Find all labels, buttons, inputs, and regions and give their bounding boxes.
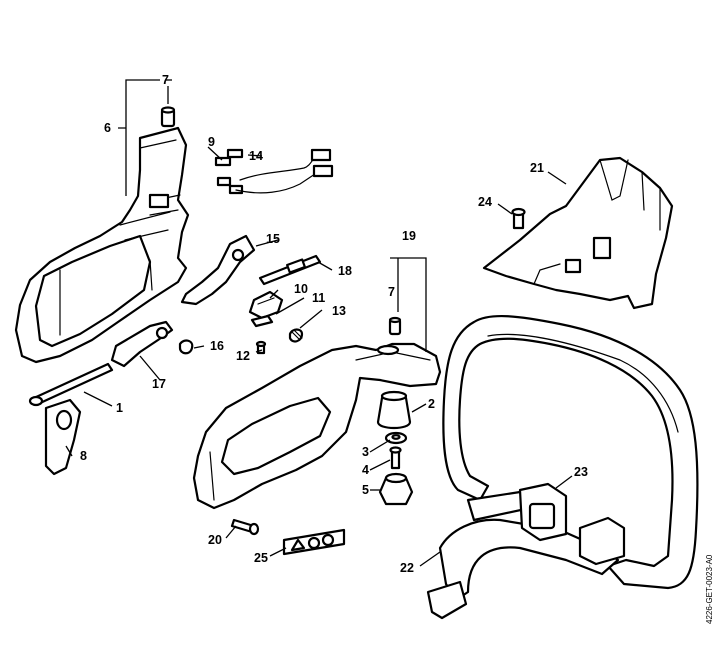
spring-13 xyxy=(288,328,304,343)
switch-10 xyxy=(248,290,284,320)
callout-23: 23 xyxy=(574,465,588,479)
lever-15 xyxy=(180,234,256,306)
screw-20 xyxy=(230,518,260,536)
contact-plate-11 xyxy=(250,314,274,328)
switch-contacts-9 xyxy=(214,148,244,195)
callout-21: 21 xyxy=(530,161,544,175)
document-id: 4226-GET-0023-A0 xyxy=(705,554,714,624)
callout-labels: 7 6 9 14 15 18 10 11 13 12 16 17 1 8 19 … xyxy=(80,73,588,575)
callout-17: 17 xyxy=(152,377,166,391)
callout-22: 22 xyxy=(400,561,414,575)
callout-8: 8 xyxy=(80,449,87,463)
screw-4 xyxy=(389,446,402,470)
rod-1 xyxy=(28,362,114,407)
callout-15: 15 xyxy=(266,232,280,246)
screw-24 xyxy=(511,207,526,230)
clamp-23 xyxy=(518,482,626,566)
callout-3: 3 xyxy=(362,445,369,459)
handle-housing-half xyxy=(192,342,442,510)
callout-10: 10 xyxy=(294,282,308,296)
rear-handle-housing xyxy=(14,126,190,364)
buffer-nut-5 xyxy=(378,472,414,506)
warning-label-25 xyxy=(282,528,346,556)
annular-buffer-2 xyxy=(376,390,412,430)
callout-14: 14 xyxy=(249,149,263,163)
screw-12 xyxy=(255,340,267,355)
callout-13: 13 xyxy=(332,304,346,318)
callout-9: 9 xyxy=(208,135,215,149)
wiring-harness-14 xyxy=(235,148,334,194)
callout-6: 6 xyxy=(104,121,111,135)
callout-2: 2 xyxy=(428,397,435,411)
callout-11: 11 xyxy=(312,291,325,305)
callout-16: 16 xyxy=(210,339,224,353)
callout-20: 20 xyxy=(208,533,222,547)
callout-12: 12 xyxy=(236,349,250,363)
callout-25: 25 xyxy=(254,551,268,565)
callout-7-front: 7 xyxy=(388,285,395,299)
cover-21 xyxy=(482,156,674,310)
callout-4: 4 xyxy=(362,463,369,477)
leader-lines xyxy=(65,79,573,567)
callout-24: 24 xyxy=(478,195,492,209)
callout-5: 5 xyxy=(362,483,369,497)
callout-19: 19 xyxy=(402,229,416,243)
callout-1: 1 xyxy=(116,401,123,415)
loop-handle-22 xyxy=(426,314,699,620)
bracket-17 xyxy=(110,320,174,368)
sleeve-7b xyxy=(388,316,402,336)
rod-18 xyxy=(258,254,322,286)
washer-3 xyxy=(384,431,408,445)
callout-18: 18 xyxy=(338,264,352,278)
callout-7-rear: 7 xyxy=(162,73,169,87)
spring-16 xyxy=(178,339,194,355)
throttle-trigger xyxy=(44,398,82,476)
sleeve-7a xyxy=(160,106,176,128)
